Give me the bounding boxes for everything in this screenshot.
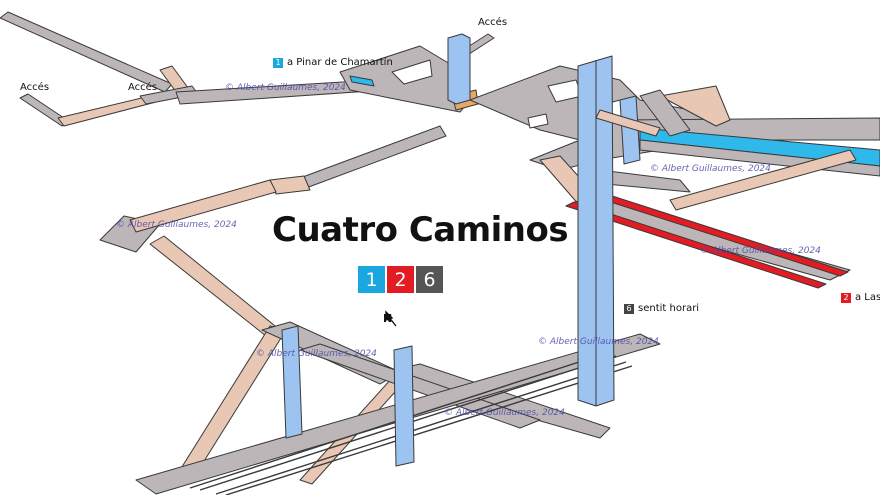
line1-track xyxy=(639,127,880,167)
line2-direction-text: a Las R xyxy=(855,292,880,303)
right-upper-ramp xyxy=(595,109,661,137)
line1-direction-label: 1 a Pinar de Chamartín xyxy=(273,57,393,68)
left-access-corridor xyxy=(0,11,173,93)
left-access-stair-2 xyxy=(57,95,157,127)
watermark: © Albert Guillaumes, 2024 xyxy=(650,164,771,174)
left-descending-ramp xyxy=(149,235,281,337)
line-2-badge: 2 xyxy=(387,266,414,293)
watermark: © Albert Guillaumes, 2024 xyxy=(700,246,821,256)
diagonal-corridor-upper xyxy=(299,125,447,189)
line6-mini-badge: 6 xyxy=(624,303,634,314)
access-label-left: Accés xyxy=(20,82,49,93)
line2-direction-label: 2 a Las R xyxy=(841,292,880,303)
north-label: N xyxy=(383,312,393,325)
access-label-mid-text: Accés xyxy=(128,82,158,93)
line2-mini-badge: 2 xyxy=(841,292,851,303)
access-label-top-text: Accés xyxy=(478,17,508,28)
elevator-shaft-top xyxy=(447,33,471,105)
right-ramp-2 xyxy=(669,149,857,211)
right-short-corridor xyxy=(639,89,691,137)
right-ramp xyxy=(659,85,731,127)
line6-direction-label: 6 sentit horari xyxy=(624,303,699,314)
line1-direction-text: a Pinar de Chamartín xyxy=(287,57,393,68)
mezzanine-ramp xyxy=(129,179,277,233)
vestibule-inner-hole xyxy=(391,59,433,85)
hall-hole-2 xyxy=(527,113,549,129)
watermark: © Albert Guillaumes, 2024 xyxy=(444,408,565,418)
access-label-top: Accés xyxy=(478,17,507,28)
elevator-shaft-lower-mid xyxy=(393,345,415,467)
elevator-shaft-lower-left xyxy=(281,325,303,439)
line1-stub xyxy=(349,75,375,87)
watermark: © Albert Guillaumes, 2024 xyxy=(116,220,237,230)
line2-track xyxy=(565,201,827,289)
line6-direction-text: sentit horari xyxy=(638,303,700,314)
access-label-mid: Accés xyxy=(128,82,157,93)
watermark: © Albert Guillaumes, 2024 xyxy=(538,337,659,347)
line2-track-inner xyxy=(591,191,849,277)
north-arrow-icon xyxy=(385,310,397,327)
watermark: © Albert Guillaumes, 2024 xyxy=(256,349,377,359)
line-1-badge: 1 xyxy=(358,266,385,293)
line-6-badge: 6 xyxy=(416,266,443,293)
line-badges: 1 2 6 xyxy=(358,266,443,293)
station-title: Cuatro Caminos xyxy=(272,210,569,250)
elevator-shaft-right xyxy=(619,95,641,165)
access-label-left-text: Accés xyxy=(20,82,50,93)
line1-mini-badge: 1 xyxy=(273,57,283,68)
watermark: © Albert Guillaumes, 2024 xyxy=(225,83,346,93)
